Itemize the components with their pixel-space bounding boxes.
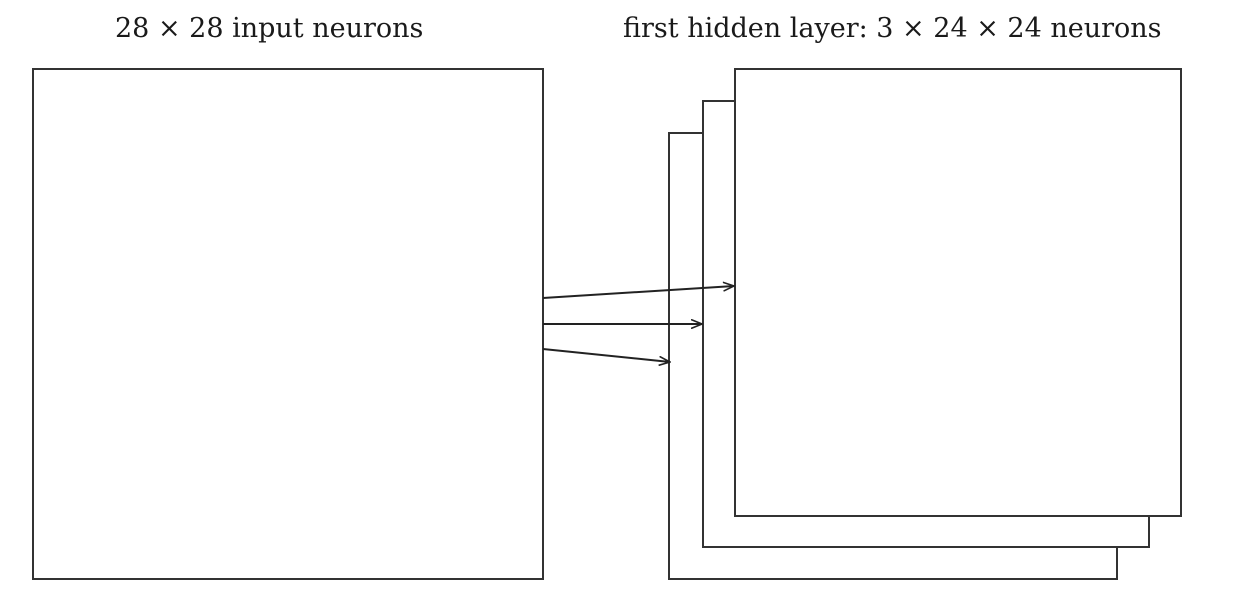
connection-arrow-bottom	[542, 348, 670, 362]
hidden-layer-label: first hidden layer: 3 × 24 × 24 neurons	[623, 13, 1162, 44]
connection-arrow-top	[542, 286, 734, 299]
input-layer-square	[32, 68, 544, 580]
feature-map-1	[734, 68, 1182, 517]
input-layer-label: 28 × 28 input neurons	[115, 13, 424, 44]
